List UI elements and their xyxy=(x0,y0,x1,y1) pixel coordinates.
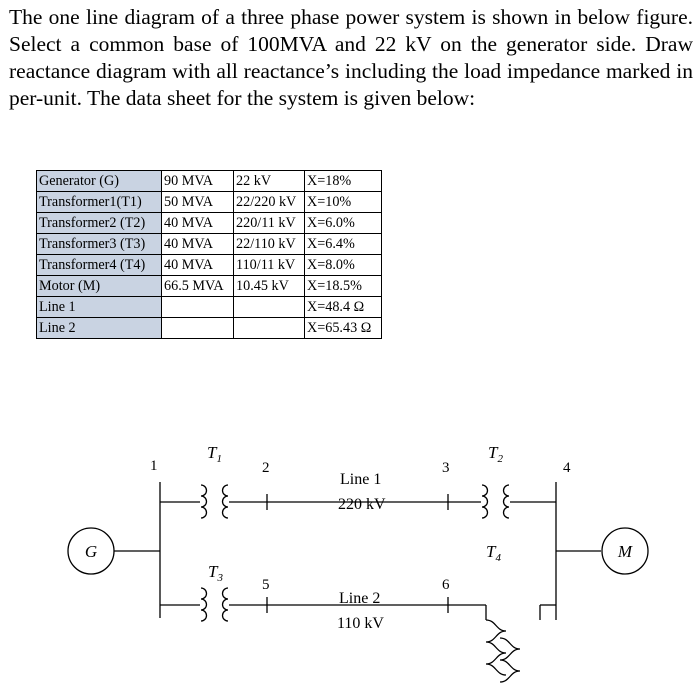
table-cell: Generator (G) xyxy=(36,170,162,192)
table-cell: 22/220 kV xyxy=(233,191,305,213)
table-cell: Motor (M) xyxy=(36,275,162,297)
problem-statement: The one line diagram of a three phase po… xyxy=(9,5,693,110)
table-cell: 10.45 kV xyxy=(233,275,305,297)
line-1-voltage: 220 kV xyxy=(338,496,386,513)
t3-label: T3 xyxy=(208,562,223,584)
motor-label: M xyxy=(617,542,633,561)
bus-6-label: 6 xyxy=(442,577,450,593)
table-cell xyxy=(161,317,234,339)
table-cell: Transformer1(T1) xyxy=(36,191,162,213)
table-cell: X=18% xyxy=(304,170,382,192)
table-cell: 90 MVA xyxy=(161,170,234,192)
t3-coil-left xyxy=(200,587,208,622)
t4-coil-top xyxy=(485,619,507,676)
motor-symbol xyxy=(601,527,649,575)
table-cell: 110/11 kV xyxy=(233,254,305,276)
table-cell: X=18.5% xyxy=(304,275,382,297)
table-cell: X=8.0% xyxy=(304,254,382,276)
line-2-voltage: 110 kV xyxy=(337,615,384,632)
t2-coil-right xyxy=(502,484,510,519)
table-cell: Transformer4 (T4) xyxy=(36,254,162,276)
t2-label: T2 xyxy=(488,443,503,465)
bus-2-label: 2 xyxy=(262,460,270,476)
t2-coil-left xyxy=(481,484,489,519)
table-cell: 40 MVA xyxy=(161,233,234,255)
table-cell: X=6.4% xyxy=(304,233,382,255)
t4-coil-bottom xyxy=(499,637,521,683)
bus-1-label: 1 xyxy=(150,458,158,474)
table-cell: 40 MVA xyxy=(161,254,234,276)
table-row: Line 2 X=65.43 Ω xyxy=(36,317,382,339)
t1-label: T1 xyxy=(207,443,222,465)
bus-4-label: 4 xyxy=(563,460,571,476)
table-row: Line 1 X=48.4 Ω xyxy=(36,296,382,318)
line-2-name: Line 2 xyxy=(339,590,380,607)
table-cell: X=10% xyxy=(304,191,382,213)
table-cell: Transformer2 (T2) xyxy=(36,212,162,234)
table-cell: Line 2 xyxy=(36,317,162,339)
table-cell: Line 1 xyxy=(36,296,162,318)
table-cell: 22/110 kV xyxy=(233,233,305,255)
bus-3-label: 3 xyxy=(442,460,450,476)
one-line-diagram: G M T1 T2 T3 T4 1 2 3 4 5 6 Line 1 220 k… xyxy=(67,443,649,683)
line-1-name: Line 1 xyxy=(340,471,381,488)
generator-label: G xyxy=(85,542,97,561)
table-cell xyxy=(233,317,305,339)
table-cell: 40 MVA xyxy=(161,212,234,234)
table-cell: X=65.43 Ω xyxy=(304,317,382,339)
t3-coil-right xyxy=(221,587,229,622)
table-cell: 22 kV xyxy=(233,170,305,192)
table-cell xyxy=(161,296,234,318)
table-cell: 50 MVA xyxy=(161,191,234,213)
table-cell: Transformer3 (T3) xyxy=(36,233,162,255)
table-cell: X=6.0% xyxy=(304,212,382,234)
table-cell xyxy=(233,296,305,318)
bus-5-label: 5 xyxy=(262,577,270,593)
table-cell: 66.5 MVA xyxy=(161,275,234,297)
table-cell: X=48.4 Ω xyxy=(304,296,382,318)
t1-coil-right xyxy=(221,484,229,519)
table-cell: 220/11 kV xyxy=(233,212,305,234)
t4-label: T4 xyxy=(486,542,501,564)
t1-coil-left xyxy=(200,484,208,519)
